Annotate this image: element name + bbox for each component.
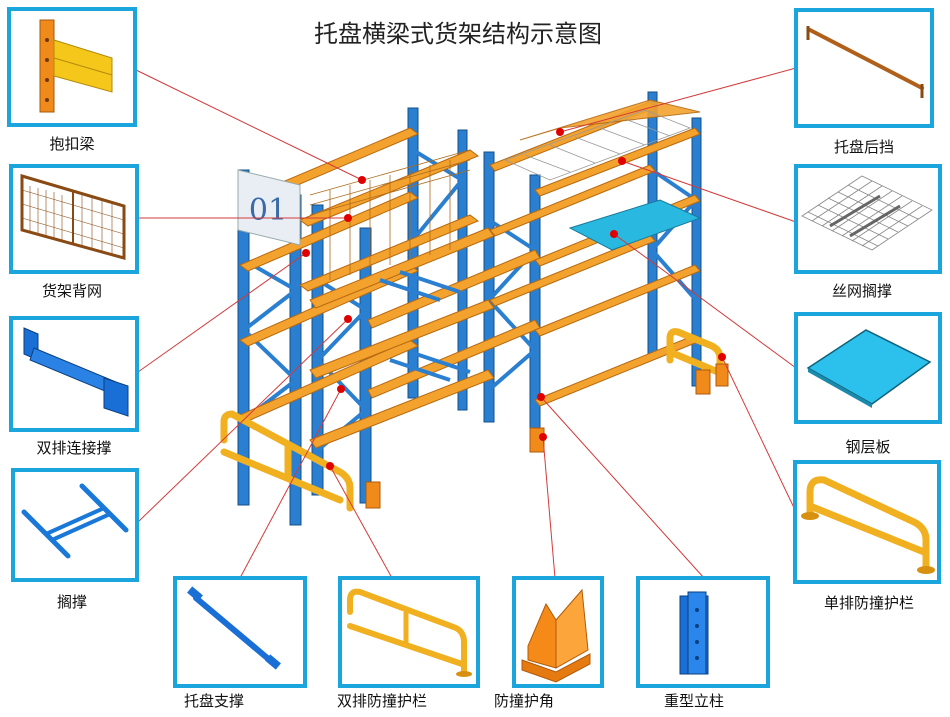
component-pallet-stop: 托盘后挡: [794, 8, 934, 156]
single-guardrail-icon: [801, 476, 935, 574]
rack-steel-deck: [568, 199, 702, 251]
component-back-mesh: 货架背网: [9, 164, 139, 300]
label-brace: 搁撑: [57, 593, 87, 611]
label-row-spacer: 双排连接撑: [36, 439, 111, 457]
component-corner-guard: 防撞护角: [494, 576, 604, 710]
component-heavy-upright: 重型立柱: [636, 576, 770, 710]
label-steel-deck: 钢层板: [845, 438, 890, 456]
double-guardrail-icon: [347, 588, 472, 677]
label-single-guardrail: 单排防撞护栏: [824, 594, 914, 612]
upright-icon: [679, 591, 709, 675]
diagram-title: 托盘横梁式货架结构示意图: [314, 20, 602, 48]
rack-corner-guards: [365, 363, 729, 509]
label-back-mesh: 货架背网: [42, 282, 102, 300]
rack-guardrails: [220, 328, 724, 512]
rack-back-mesh: [309, 149, 471, 280]
component-single-guardrail: 单排防撞护栏: [793, 460, 941, 612]
back-stop-icon: [806, 26, 924, 98]
label-corner-guard: 防撞护角: [494, 692, 554, 710]
rack-illustration: 01: [220, 91, 729, 526]
box-beam-icon: [39, 19, 113, 113]
component-steel-deck: 钢层板: [794, 312, 942, 456]
component-double-guardrail: 双排防撞护栏: [337, 576, 480, 710]
rack-beams: [239, 99, 701, 449]
label-pallet-stop: 托盘后挡: [834, 138, 894, 156]
component-pallet-support: 托盘支撑: [173, 576, 307, 710]
support-bar-icon: [187, 586, 281, 670]
rack-sign-board: 01: [237, 169, 301, 246]
label-double-guardrail: 双排防撞护栏: [337, 692, 427, 710]
label-hold-beam: 抱扣梁: [49, 135, 94, 153]
rack-uprights: [237, 91, 702, 526]
mesh-panel-icon: [20, 173, 126, 260]
steel-plate-icon: [806, 329, 932, 408]
label-wire-deck: 丝网搁撑: [832, 282, 892, 300]
leader-lines: [135, 67, 797, 579]
corner-guard-icon: [521, 588, 591, 683]
rack-wire-deck: [503, 109, 692, 181]
leader-dots: [302, 128, 726, 470]
component-brace: 搁撑: [11, 468, 139, 611]
label-heavy-upright: 重型立柱: [664, 692, 724, 710]
sign-number: 01: [249, 193, 287, 228]
rack-pallet-supports: [379, 270, 471, 382]
component-wire-deck: 丝网搁撑: [794, 164, 942, 300]
wire-deck-icon: [801, 175, 933, 251]
label-pallet-support: 托盘支撑: [184, 692, 244, 710]
component-hold-beam: 抱扣梁: [7, 7, 137, 153]
spacer-bar-icon: [23, 327, 129, 417]
h-brace-icon: [21, 483, 129, 559]
component-row-spacer: 双排连接撑: [9, 316, 139, 457]
